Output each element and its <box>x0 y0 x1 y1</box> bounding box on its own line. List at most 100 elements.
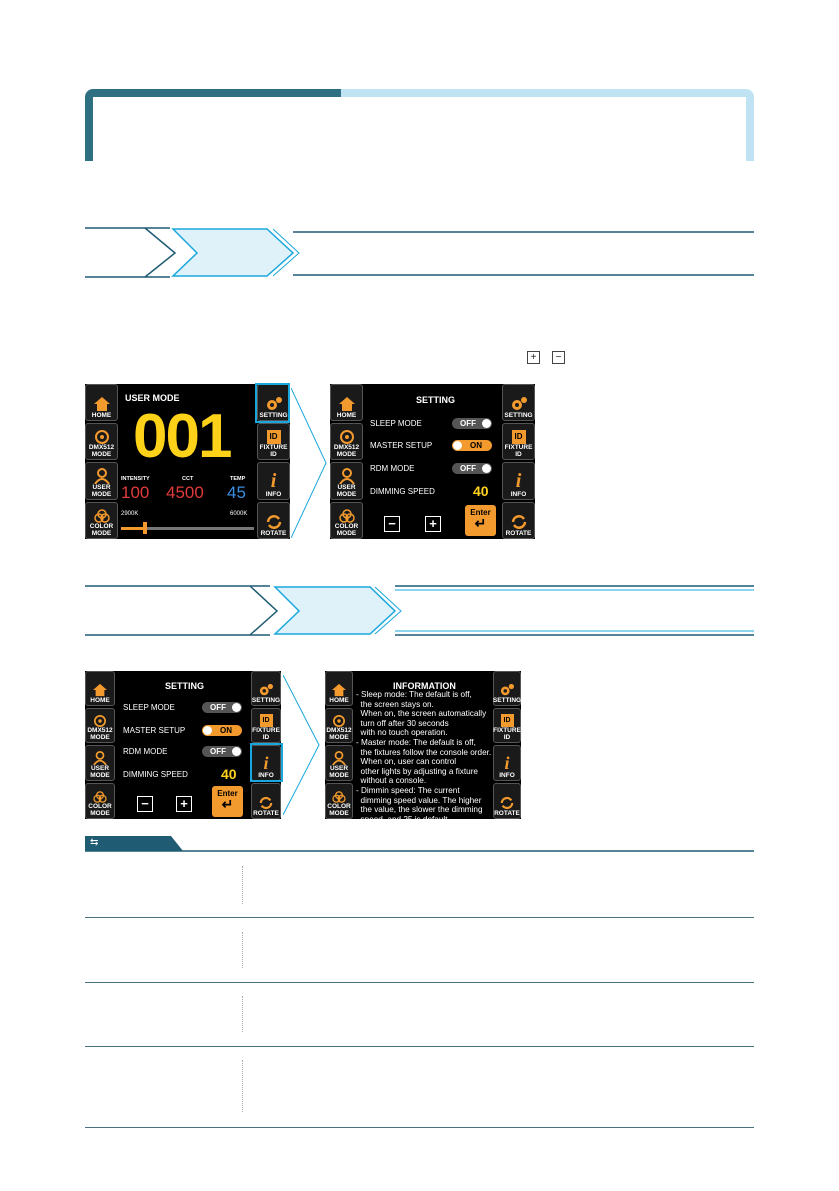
minus-button[interactable]: − <box>384 516 400 532</box>
home-icon <box>93 683 107 697</box>
enter-arrow-icon: ↵ <box>221 796 234 812</box>
master-setup-label: MASTER SETUP <box>123 726 186 735</box>
rotate-button[interactable]: ROTATE <box>251 783 281 819</box>
temp-value: 45 <box>227 483 246 502</box>
cct-slider-track[interactable] <box>121 527 254 530</box>
color-circles-icon <box>338 509 355 523</box>
cct-slider-fill <box>121 527 145 530</box>
dimming-speed-label: DIMMING SPEED <box>123 770 188 779</box>
home-icon <box>332 683 346 697</box>
setting-title: SETTING <box>416 395 456 405</box>
dimming-speed-value: 40 <box>221 766 237 782</box>
setting-button[interactable]: SETTING <box>493 671 521 706</box>
master-setup-toggle[interactable]: ON <box>452 440 492 451</box>
rdm-mode-toggle[interactable]: OFF <box>202 746 242 757</box>
enter-button[interactable]: Enter ↵ <box>212 786 243 817</box>
dmx-icon <box>339 430 354 444</box>
info-button[interactable]: i INFO <box>493 745 521 781</box>
table-divider <box>242 866 243 904</box>
setting-button[interactable]: SETTING <box>251 671 281 706</box>
home-button[interactable]: HOME <box>325 671 353 706</box>
rotate-icon <box>259 796 273 810</box>
cct-slider-handle[interactable] <box>142 522 147 534</box>
rdm-mode-toggle[interactable]: OFF <box>452 463 492 474</box>
user-icon <box>332 751 346 765</box>
information-text: - Sleep mode: The default is off, the sc… <box>356 690 492 819</box>
gear-icon <box>259 683 273 696</box>
arrow-1 <box>291 388 327 538</box>
step-header-1 <box>85 227 754 278</box>
intensity-label: INTENSITY <box>121 476 150 482</box>
info-icon: i <box>515 470 522 492</box>
master-setup-toggle[interactable]: ON <box>202 725 242 736</box>
user-icon <box>93 751 107 765</box>
table-row <box>85 918 754 983</box>
id-icon: ID <box>259 714 273 727</box>
dmx-icon <box>94 430 109 444</box>
sleep-mode-label: SLEEP MODE <box>370 419 422 428</box>
home-button[interactable]: HOME <box>330 384 363 421</box>
user-icon <box>338 468 355 484</box>
home-button[interactable]: HOME <box>85 384 118 421</box>
table-divider <box>242 932 243 968</box>
minus-icon: − <box>552 351 565 364</box>
setting-button[interactable]: SETTING <box>502 384 535 421</box>
info-button[interactable]: i INFO <box>502 462 535 500</box>
plus-button[interactable]: + <box>176 796 192 812</box>
plus-button[interactable]: + <box>425 516 441 532</box>
gear-icon <box>511 397 527 410</box>
info-icon: i <box>263 753 269 773</box>
color-circles-icon <box>93 509 110 523</box>
setting-highlight <box>255 383 290 423</box>
info-button[interactable]: i INFO <box>257 462 290 500</box>
id-icon: ID <box>266 430 281 444</box>
rotate-button[interactable]: ROTATE <box>257 502 290 539</box>
information-title: INFORMATION <box>393 681 456 691</box>
range-min: 2900K <box>121 511 139 517</box>
title-frame <box>85 89 754 161</box>
enter-arrow-icon: ↵ <box>474 515 487 531</box>
gear-icon <box>266 397 282 410</box>
note-icon: ⇆ <box>90 837 99 848</box>
sleep-mode-toggle[interactable]: OFF <box>452 418 492 429</box>
enter-button[interactable]: Enter ↵ <box>465 505 496 536</box>
table-divider <box>242 996 243 1032</box>
id-icon: ID <box>500 714 514 727</box>
setting-title: SETTING <box>165 681 205 691</box>
rotate-icon <box>511 515 526 529</box>
arrow-2 <box>283 675 320 815</box>
step-header-2 <box>85 585 754 636</box>
table-row <box>85 983 754 1047</box>
master-setup-label: MASTER SETUP <box>370 441 433 450</box>
home-button[interactable]: HOME <box>85 671 115 706</box>
sleep-mode-toggle[interactable]: OFF <box>202 702 242 713</box>
info-button[interactable]: i INFO <box>251 745 281 781</box>
rotate-button[interactable]: ROTATE <box>502 502 535 539</box>
screen-title: USER MODE <box>125 393 180 403</box>
dimming-speed-label: DIMMING SPEED <box>370 487 435 496</box>
rotate-button[interactable]: ROTATE <box>493 783 521 819</box>
intensity-value: 100 <box>121 483 150 502</box>
info-icon: i <box>270 470 277 492</box>
minus-button[interactable]: − <box>137 796 153 812</box>
info-highlight <box>250 743 283 782</box>
sleep-mode-label: SLEEP MODE <box>123 703 175 712</box>
